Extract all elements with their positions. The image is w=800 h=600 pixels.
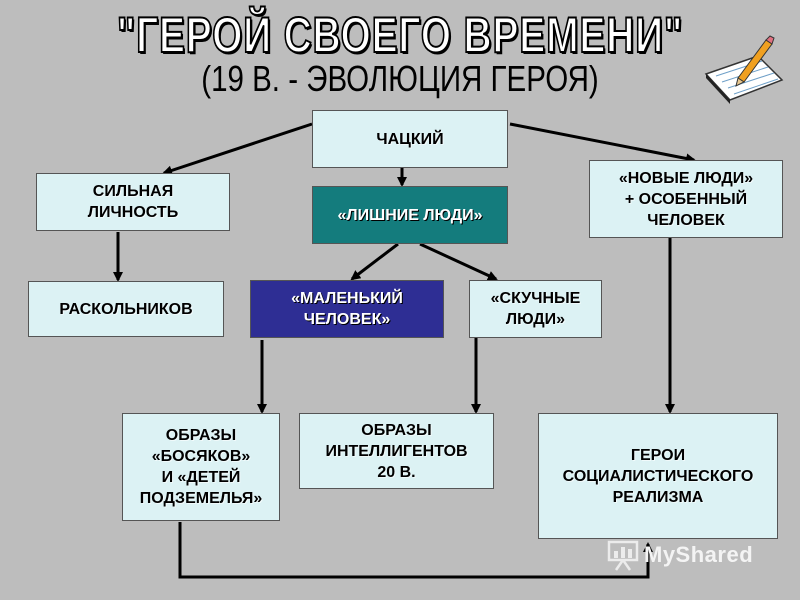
watermark-text: MyShared — [644, 542, 754, 567]
arrow-superfluous-boring — [419, 242, 498, 281]
arrow-chatsky-strong — [162, 122, 313, 176]
node-chatsky: ЧАЦКИЙ — [312, 110, 508, 168]
diagram-subtitle: (19 В. - ЭВОЛЮЦИЯ ГЕРОЯ) — [201, 58, 599, 99]
diagram-title: "ГЕРОЙ СВОЕГО ВРЕМЕНИ" — [116, 6, 684, 64]
node-new-people: «НОВЫЕ ЛЮДИ» + ОСОБЕННЫЙ ЧЕЛОВЕК — [589, 160, 783, 238]
node-intelligentsia-images: ОБРАЗЫ ИНТЕЛЛИГЕНТОВ 20 В. — [299, 413, 494, 489]
node-strong-personality: СИЛЬНАЯ ЛИЧНОСТЬ — [36, 173, 230, 231]
arrow-chatsky-newpeople — [509, 122, 696, 164]
node-tramps-images: ОБРАЗЫ «БОСЯКОВ» И «ДЕТЕЙ ПОДЗЕМЕЛЬЯ» — [122, 413, 280, 521]
node-superfluous-people: «ЛИШНИЕ ЛЮДИ» — [312, 186, 508, 244]
node-socrealism-heroes: ГЕРОИ СОЦИАЛИСТИЧЕСКОГО РЕАЛИЗМА — [538, 413, 778, 539]
arrow-tramps-socrealism — [178, 522, 653, 579]
notepad-pencil-icon — [704, 35, 784, 104]
node-boring-people: «СКУЧНЫЕ ЛЮДИ» — [469, 280, 602, 338]
node-raskolnikov: РАСКОЛЬНИКОВ — [28, 281, 224, 337]
presentation-icon — [607, 540, 639, 571]
arrow-superfluous-littleman — [350, 242, 399, 281]
node-little-man: «МАЛЕНЬКИЙ ЧЕЛОВЕК» — [250, 280, 444, 338]
